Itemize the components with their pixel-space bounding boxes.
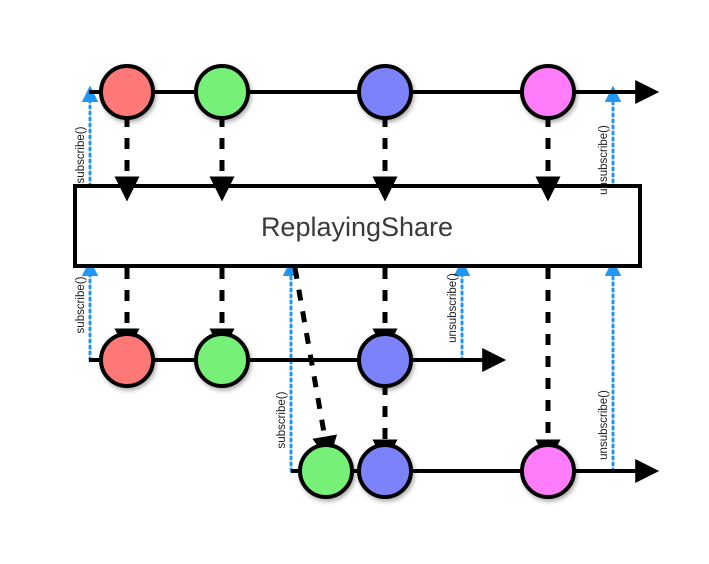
source-timeline-marble-blue[interactable] (357, 64, 413, 120)
subscribe-second-subscriber-label: subscribe() (276, 391, 288, 448)
source-timeline-marble-green[interactable] (194, 64, 250, 120)
subscription-arrows-layer (81, 85, 622, 473)
marble-blue[interactable] (357, 332, 413, 388)
marble-green[interactable] (194, 332, 250, 388)
emission-box-to-sub2-replay-green (292, 267, 338, 462)
subscribe-first-subscriber-label: subscribe() (75, 276, 87, 333)
marble-magenta[interactable] (520, 443, 576, 499)
subscribe-source-label: subscribe() (75, 126, 87, 183)
first-subscriber-timeline-marble-blue[interactable] (357, 332, 413, 388)
unsubscribe-first-subscriber-label: unsubscribe() (447, 273, 459, 343)
marble-red[interactable] (99, 332, 155, 388)
operator-box-group[interactable]: ReplayingShare (73, 184, 642, 268)
operator-box[interactable] (73, 184, 642, 268)
marble-green[interactable] (298, 443, 354, 499)
first-subscriber-timeline-marble-green[interactable] (194, 332, 250, 388)
marble-red[interactable] (99, 64, 155, 120)
source-timeline-marble-magenta[interactable] (520, 64, 576, 120)
operator-box-label: ReplayingShare (261, 212, 453, 242)
timelines-layer (89, 80, 660, 483)
source-timeline-marble-red[interactable] (99, 64, 155, 120)
marble-blue[interactable] (357, 443, 413, 499)
marble-green[interactable] (194, 64, 250, 120)
marbles-layer (99, 64, 576, 499)
first-subscriber-timeline-marble-red[interactable] (99, 332, 155, 388)
second-subscriber-timeline-marble-magenta[interactable] (520, 443, 576, 499)
second-subscriber-timeline-marble-green[interactable] (298, 443, 354, 499)
unsubscribe-second-subscriber-label: unsubscribe() (598, 390, 610, 460)
emission-arrows-layer (114, 116, 561, 465)
subscription-labels-layer: subscribe() unsubscribe() subscribe() unsub… (75, 125, 610, 460)
marble-magenta[interactable] (520, 64, 576, 120)
unsubscribe-source-label: unsubscribe() (598, 125, 610, 195)
marble-blue[interactable] (357, 64, 413, 120)
second-subscriber-timeline-marble-blue[interactable] (357, 443, 413, 499)
